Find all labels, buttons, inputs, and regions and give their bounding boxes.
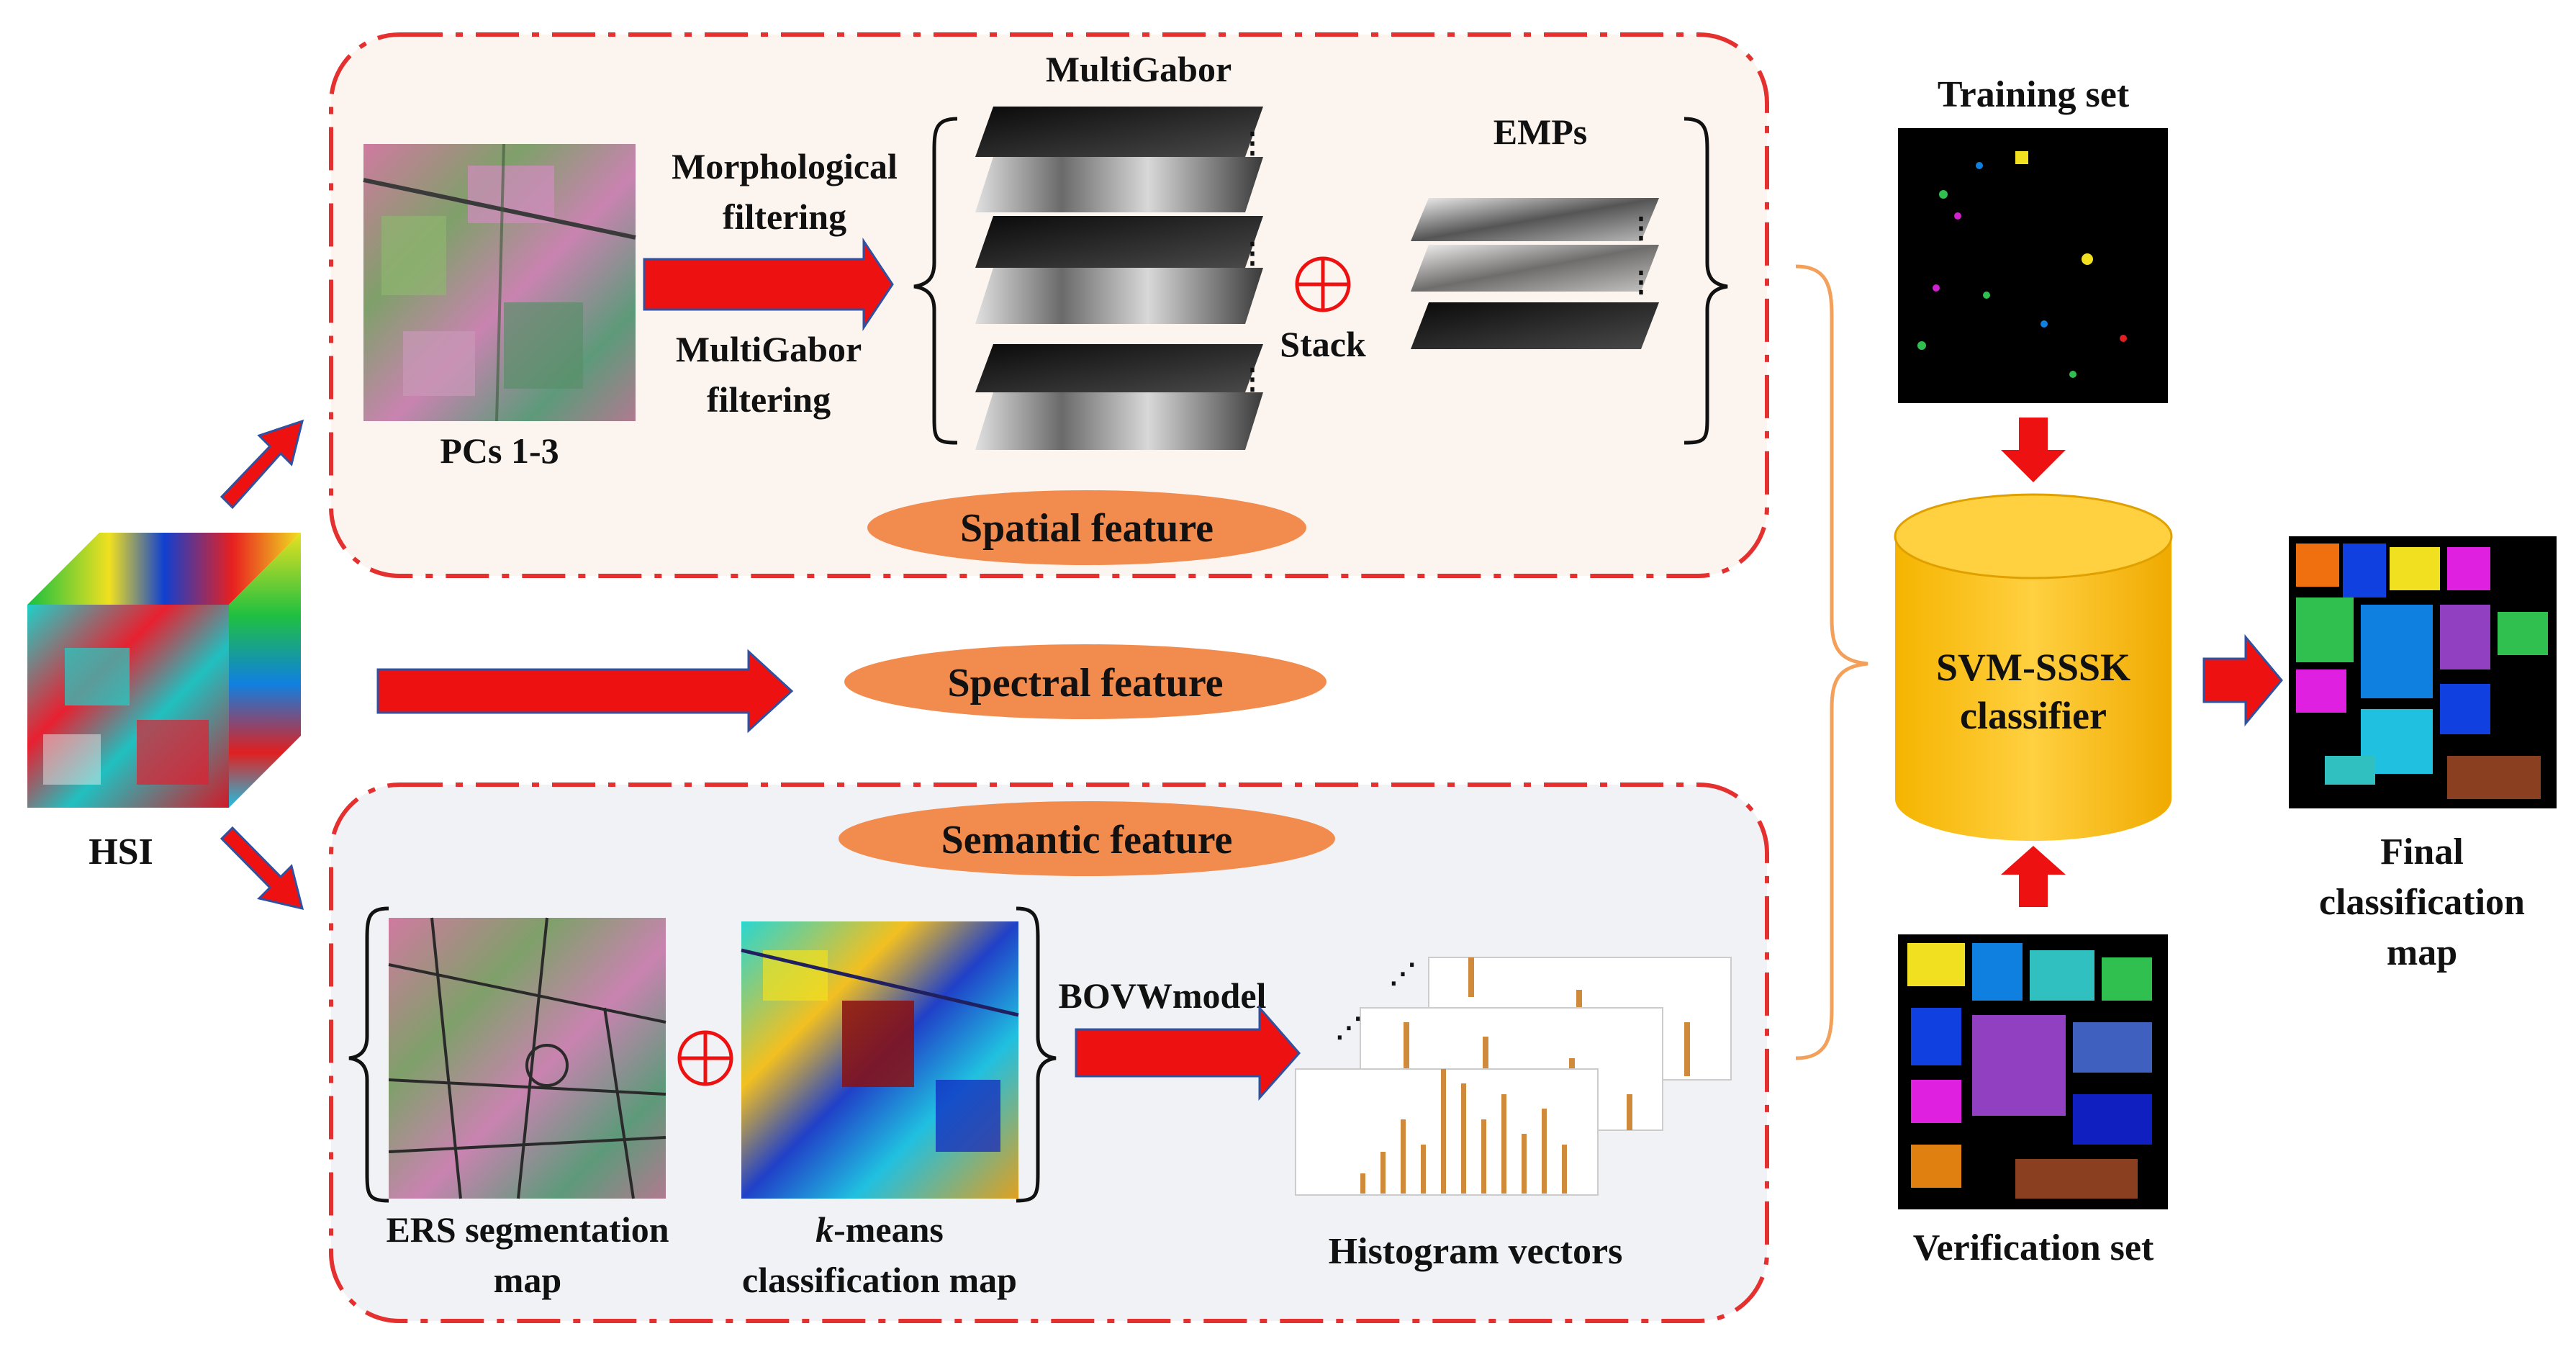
classifier-to-output-arrow (2202, 633, 2283, 727)
multigabor-label: MultiGabor (1046, 49, 1231, 89)
verification-set-label: Verification set (1913, 1227, 2154, 1268)
pcs-label: PCs 1-3 (440, 430, 559, 471)
gabor-filter-label-2: filtering (707, 379, 831, 420)
kmeans-classification-image (741, 921, 1019, 1199)
final-map-label-1: Final (2380, 831, 2464, 872)
svg-text:⋮: ⋮ (1238, 237, 1267, 269)
svg-text:⋮: ⋮ (1238, 363, 1267, 395)
feature-merge-brace (1795, 264, 1868, 1060)
semantic-right-brace (1016, 906, 1057, 1203)
verification-to-classifier-arrow (2001, 846, 2066, 907)
svg-text:⋮: ⋮ (1627, 266, 1655, 298)
kmeans-label-1: k-means (815, 1209, 944, 1250)
histogram-stack: ⋰ ⋰ (1295, 957, 1732, 1196)
spatial-feature-pill (867, 490, 1306, 565)
semantic-plus-icon (677, 1030, 733, 1086)
gabor-filter-label-1: MultiGabor (676, 329, 862, 369)
morph-filter-label-1: Morphological (672, 146, 898, 186)
svg-text:⋰: ⋰ (1335, 1013, 1362, 1043)
stack-plus-icon (1295, 256, 1351, 312)
hsi-to-spatial-arrow (220, 419, 304, 510)
kmeans-label-2: classification map (742, 1260, 1017, 1300)
morph-filter-label-2: filtering (723, 197, 846, 237)
svg-text:⋮: ⋮ (1238, 127, 1267, 159)
hsi-to-spectral-arrow (376, 649, 794, 734)
kmeans-k-symbol: k (815, 1209, 833, 1250)
semantic-feature-pill (839, 801, 1335, 876)
training-to-classifier-arrow (2001, 418, 2066, 482)
ers-label-1: ERS segmentation (386, 1209, 669, 1250)
ers-segmentation-image (388, 917, 666, 1199)
emps-stack: ⋮ ⋮ (1411, 198, 1659, 349)
bovw-label: BOVWmodel (1059, 975, 1267, 1016)
multigabor-stack: ⋮ ⋮ ⋮ (975, 107, 1267, 450)
training-set-label: Training set (1938, 74, 2130, 115)
emps-label: EMPs (1493, 112, 1588, 152)
histogram-label: Histogram vectors (1329, 1231, 1623, 1272)
spatial-right-brace (1684, 117, 1728, 445)
semantic-feature-title: Semantic feature (941, 818, 1233, 862)
classifier-name: SVM-SSSK (1936, 646, 2130, 689)
classifier-cylinder (1894, 493, 2173, 841)
final-map-label-2: classification (2319, 882, 2525, 923)
histogram-bars (1360, 1069, 1567, 1194)
svg-text:⋰: ⋰ (1389, 959, 1416, 989)
spatial-left-brace (913, 117, 958, 445)
spectral-feature-title: Spectral feature (947, 661, 1223, 705)
filtering-arrow (643, 238, 894, 331)
classifier-name-2: classifier (1960, 694, 2107, 737)
stack-label: Stack (1280, 324, 1366, 364)
training-set-image (1898, 128, 2168, 403)
spectral-feature-pill (844, 644, 1327, 719)
bovw-arrow (1075, 1005, 1301, 1101)
hsi-label: HSI (89, 831, 153, 872)
pcs-image (363, 143, 636, 422)
svg-text:⋮: ⋮ (1627, 212, 1655, 244)
semantic-left-brace (348, 906, 389, 1203)
hsi-cube (27, 533, 301, 808)
ers-label-2: map (494, 1260, 561, 1300)
final-map-label-3: map (2387, 932, 2457, 973)
hsi-to-semantic-arrow (220, 826, 304, 911)
spatial-feature-title: Spatial feature (960, 506, 1214, 551)
final-map-image (2289, 536, 2557, 808)
kmeans-label-rest: -means (833, 1209, 944, 1250)
verification-set-image (1898, 934, 2168, 1209)
